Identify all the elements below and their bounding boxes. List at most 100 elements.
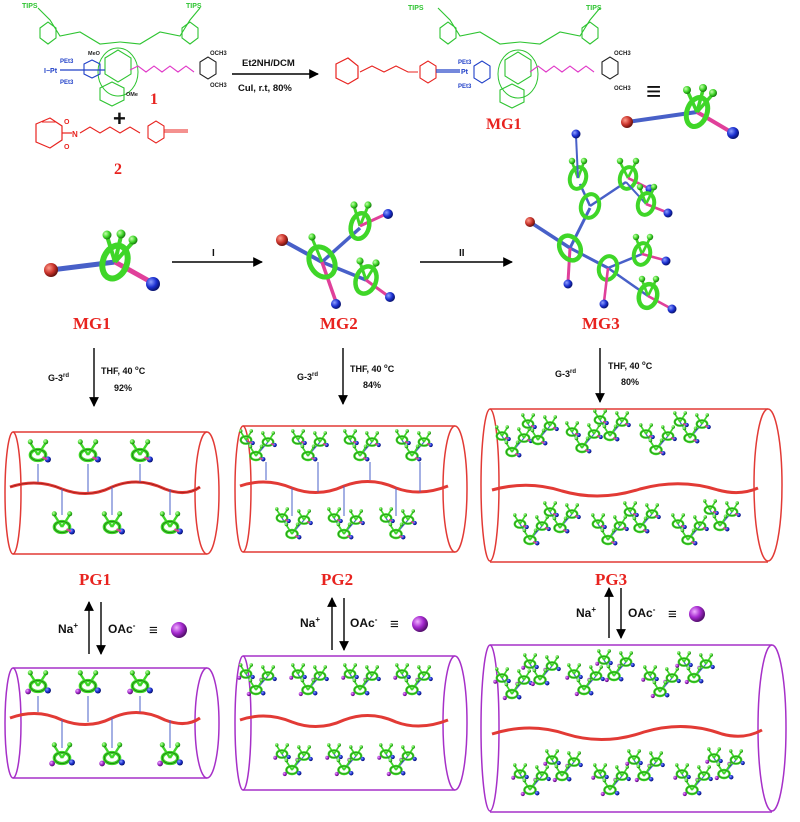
equiv-sign: ≡	[149, 622, 158, 639]
reaction-arrow-top: Et2NH/DCM CuI, r.t, 80%	[232, 58, 319, 94]
ome-label: OMe	[126, 92, 138, 98]
condition-label: THF, 40	[101, 366, 135, 376]
oxygen-label: O	[64, 144, 70, 151]
pt-label: Pt	[461, 69, 469, 76]
reagent-label: G-3	[48, 373, 63, 383]
svg-text:G-3rd: G-3rd	[297, 372, 318, 382]
plus-sign: +	[113, 106, 126, 131]
svg-text:THF, 40 oC: THF, 40 oC	[608, 361, 653, 371]
och3-label: OCH3	[210, 83, 227, 89]
starting-material-1: TIPS TIPS I−Pt PEt3 PEt3 OCH3 OCH3 MeO O…	[22, 3, 227, 108]
reaction-condition-top: Et2NH/DCM	[242, 58, 295, 69]
ome-label: MeO	[88, 51, 101, 57]
anion-label: OAc	[108, 622, 133, 636]
reagent-superscript: rd	[570, 369, 576, 375]
degree-symbol: o	[642, 361, 646, 367]
och3-label: OCH3	[210, 51, 227, 57]
reaction-condition-bottom: CuI, r.t, 80%	[238, 83, 292, 94]
svg-text:THF, 40 oC: THF, 40 oC	[350, 364, 395, 374]
polymerization-arrow-1: G-3rd THF, 40 oC 92%	[48, 348, 146, 407]
reagent-superscript: rd	[312, 372, 318, 378]
pg2-label: PG2	[321, 570, 353, 589]
mg2-label: MG2	[320, 314, 358, 333]
acetate-bead-icon	[171, 622, 187, 638]
cation-label: Na	[300, 616, 316, 630]
tips-label: TIPS	[186, 3, 202, 10]
tips-label: TIPS	[408, 5, 424, 12]
ion-exchange-2: Na+ OAc- ≡	[300, 597, 428, 651]
condition-unit: C	[646, 361, 653, 371]
nitrogen-label: N	[72, 130, 78, 139]
anion-label: OAc	[628, 606, 653, 620]
anion-charge: -	[133, 621, 136, 630]
svg-text:OAc-: OAc-	[628, 605, 656, 620]
och3-label: OCH3	[614, 51, 631, 57]
pet3-label: PEt3	[60, 59, 74, 65]
reagent-superscript: rd	[63, 373, 69, 379]
cation-charge: +	[591, 605, 596, 614]
condition-unit: C	[139, 366, 146, 376]
svg-text:Na+: Na+	[300, 615, 320, 630]
yield-label: 92%	[114, 383, 132, 393]
pg2-cylinder	[234, 425, 468, 553]
degree-symbol: o	[135, 366, 139, 372]
tips-label: TIPS	[22, 3, 38, 10]
pg1-label: PG1	[79, 570, 111, 589]
svg-text:G-3rd: G-3rd	[555, 369, 576, 379]
ion-exchange-1: Na+ OAc- ≡	[58, 601, 187, 655]
cation-label: Na	[576, 606, 592, 620]
polymerization-arrow-3: G-3rd THF, 40 oC 80%	[555, 348, 653, 403]
mg3-model	[525, 129, 677, 314]
acetate-bead-icon	[412, 616, 428, 632]
product-mg1-label: MG1	[486, 116, 522, 133]
compound-2-label: 2	[114, 161, 122, 178]
mg2-model	[276, 201, 395, 309]
equiv-sign: ≡	[390, 616, 399, 633]
step-ii-label: II	[459, 248, 465, 259]
mg1-model	[44, 229, 160, 291]
yield-label: 80%	[621, 377, 639, 387]
condition-unit: C	[388, 364, 395, 374]
starting-material-2: N O O 2	[35, 117, 188, 178]
pg3-label: PG3	[595, 570, 627, 589]
mg1-label: MG1	[73, 314, 111, 333]
reagent-label: G-3	[297, 372, 312, 382]
condition-label: THF, 40	[350, 364, 384, 374]
och3-label: OCH3	[614, 86, 631, 92]
compound-1-label: 1	[150, 91, 158, 108]
cation-label: Na	[58, 622, 74, 636]
product-mg1-structure: TIPS TIPS Pt PEt3 PEt3 OCH3 OCH3 MG1	[335, 5, 631, 133]
svg-text:Na+: Na+	[576, 605, 596, 620]
iodo-pt-label: I−Pt	[44, 68, 58, 75]
pet3-label: PEt3	[458, 60, 472, 66]
mg3-label: MG3	[582, 314, 620, 333]
ion-exchange-3: Na+ OAc- ≡	[576, 587, 705, 639]
svg-text:OAc-: OAc-	[350, 615, 378, 630]
acetate-bead-icon	[689, 606, 705, 622]
pg3-cylinder	[480, 408, 783, 563]
oxygen-label: O	[64, 119, 70, 126]
step-arrow-i: I	[172, 248, 263, 267]
equivalence-sign: ≡	[646, 76, 661, 106]
mg1-cartoon-icon	[621, 84, 739, 139]
anion-label: OAc	[350, 616, 375, 630]
equiv-sign: ≡	[668, 606, 677, 623]
reagent-label: G-3	[555, 369, 570, 379]
yield-label: 84%	[363, 380, 381, 390]
svg-text:THF, 40 oC: THF, 40 oC	[101, 366, 146, 376]
pet3-label: PEt3	[60, 80, 74, 86]
condition-label: THF, 40	[608, 361, 642, 371]
svg-text:OAc-: OAc-	[108, 621, 136, 636]
cation-charge: +	[73, 621, 78, 630]
svg-text:G-3rd: G-3rd	[48, 373, 69, 383]
pg3-ion-pair-cylinder	[480, 644, 787, 813]
tips-label: TIPS	[586, 5, 602, 12]
step-arrow-ii: II	[420, 248, 513, 267]
cation-charge: +	[315, 615, 320, 624]
polymerization-arrow-2: G-3rd THF, 40 oC 84%	[297, 348, 395, 405]
step-i-label: I	[212, 248, 215, 259]
degree-symbol: o	[384, 364, 388, 370]
svg-text:Na+: Na+	[58, 621, 78, 636]
anion-charge: -	[653, 605, 656, 614]
